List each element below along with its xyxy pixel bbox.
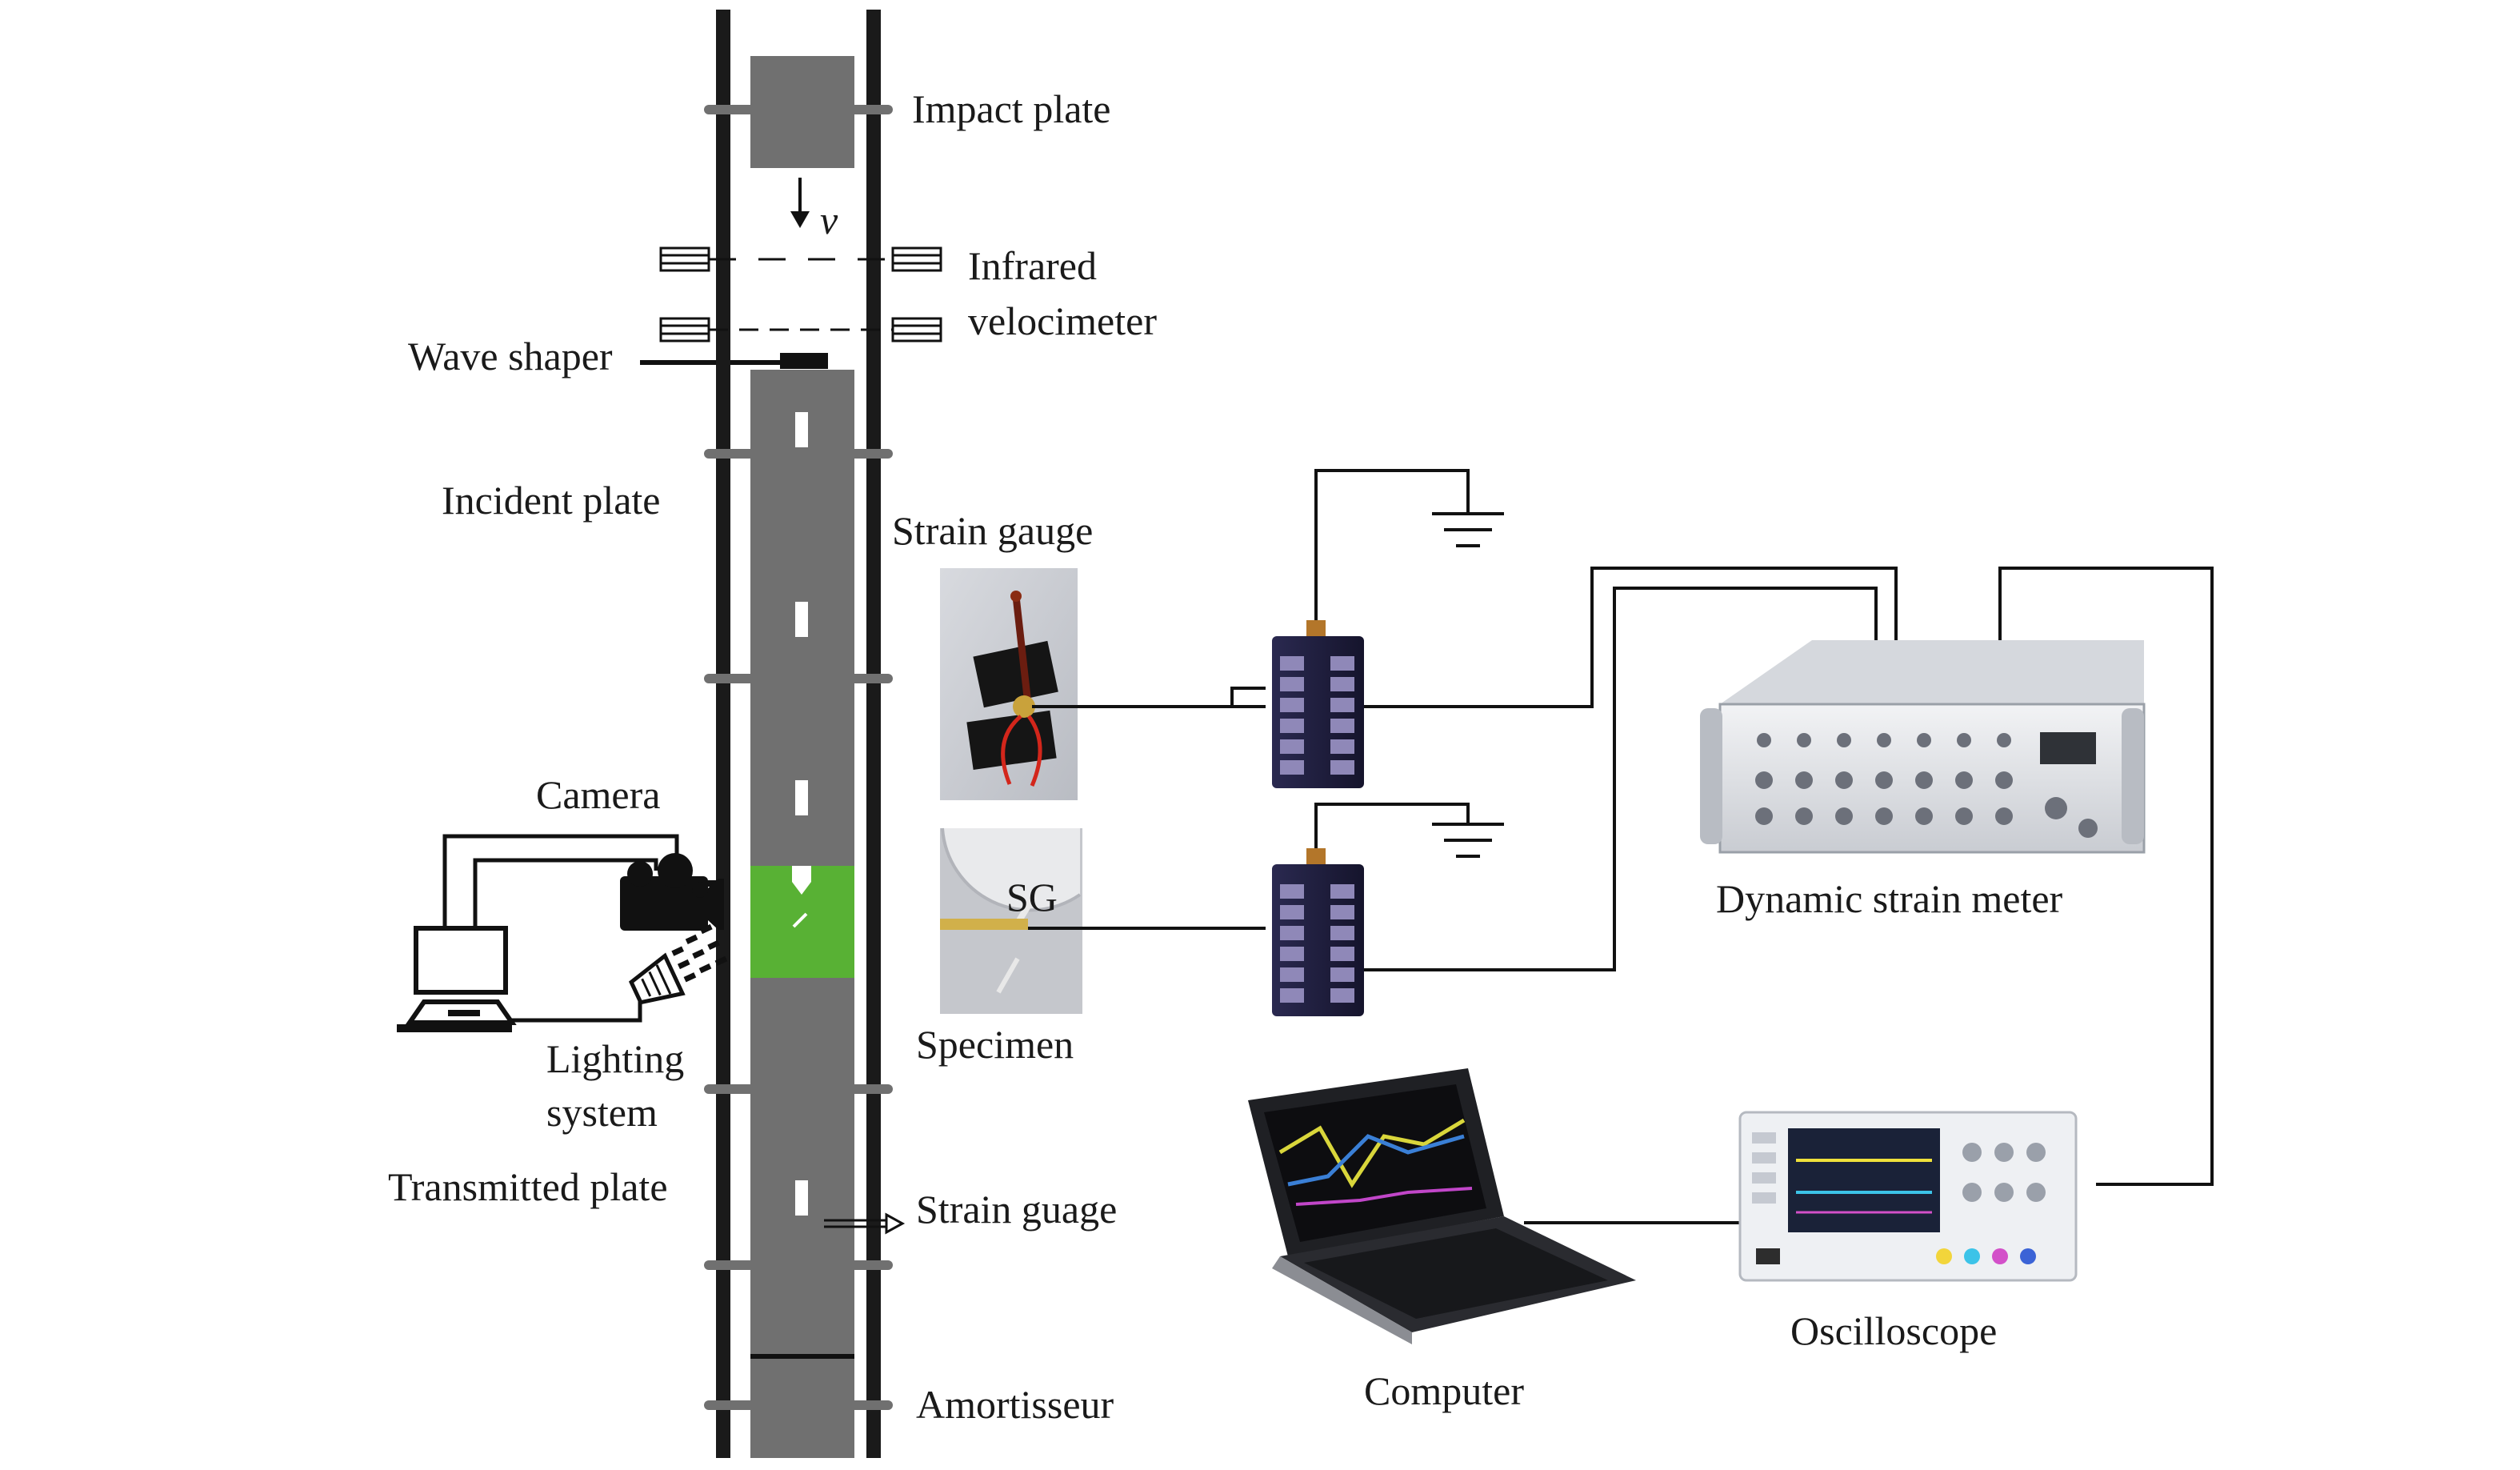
- specimen-label: Specimen: [916, 1022, 1074, 1067]
- slot: [795, 1180, 808, 1216]
- transmitted-plate: [750, 978, 854, 1356]
- wave-shaper: [780, 353, 828, 369]
- oscilloscope-label: Oscilloscope: [1790, 1308, 1997, 1353]
- slot: [795, 412, 808, 447]
- drop-tower: [640, 10, 942, 1458]
- transmitted-plate-label: Transmitted plate: [388, 1164, 668, 1209]
- dynamic-strain-meter: [1700, 640, 2146, 854]
- infrared-label-line2: velocimeter: [968, 298, 1157, 343]
- ground-symbol-icon: [1432, 823, 1504, 858]
- computer: [1248, 1068, 1636, 1344]
- velocity-symbol: v: [820, 198, 838, 242]
- amortisseur-label: Amortisseur: [916, 1382, 1114, 1427]
- camera-label: Camera: [536, 772, 660, 817]
- terminal-box-top: [1272, 620, 1364, 788]
- slot: [795, 602, 808, 637]
- strain-gauge-photo: [940, 568, 1078, 800]
- incident-plate-label: Incident plate: [442, 478, 661, 523]
- strain-guage-label: Strain guage: [916, 1187, 1117, 1232]
- strain-gauge-label: Strain gauge: [892, 508, 1093, 553]
- velocity-arrow: [790, 178, 810, 228]
- specimen-photo: [940, 827, 1082, 1014]
- impact-plate-label: Impact plate: [912, 86, 1111, 131]
- infrared-velocimeter: [659, 246, 942, 342]
- spotlight-icon: [628, 923, 728, 1005]
- terminal-box-bottom: [1272, 848, 1364, 1016]
- laptop-icon: [397, 926, 517, 1032]
- camera-wire-inner: [473, 858, 658, 928]
- ground-symbol-icon: [1432, 512, 1504, 547]
- sg-label: SG: [1006, 875, 1058, 919]
- infrared-label-line1: Infrared: [968, 243, 1097, 288]
- dynamic-strain-meter-label: Dynamic strain meter: [1716, 876, 2063, 921]
- lighting-label-line1: Lighting: [546, 1036, 684, 1081]
- camera-wire-outer: [442, 834, 679, 928]
- slot: [795, 780, 808, 815]
- lighting-label-line2: system: [546, 1090, 658, 1135]
- lighting-wire: [504, 992, 642, 1023]
- oscilloscope: [1738, 1111, 2078, 1282]
- strain-gauge-pointer: [824, 1212, 906, 1235]
- wiring: [1028, 469, 2214, 1224]
- wave-shaper-label: Wave shaper: [408, 334, 613, 379]
- camera-icon: [620, 853, 724, 931]
- imaging-system: [397, 834, 728, 1032]
- specimen-crack: [792, 912, 808, 928]
- specimen-indenter: [792, 866, 811, 895]
- labels: Impact plate v Infrared velocimeter Wave…: [388, 86, 2063, 1427]
- computer-label: Computer: [1364, 1368, 1524, 1413]
